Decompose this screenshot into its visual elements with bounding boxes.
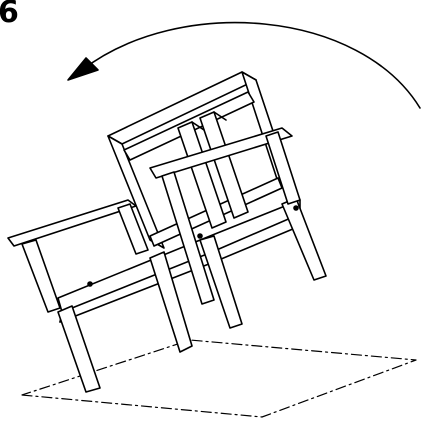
- step-number: 6: [0, 0, 19, 26]
- chair-leg-front-left: [58, 306, 100, 392]
- chair-leg-rear-right: [282, 198, 326, 280]
